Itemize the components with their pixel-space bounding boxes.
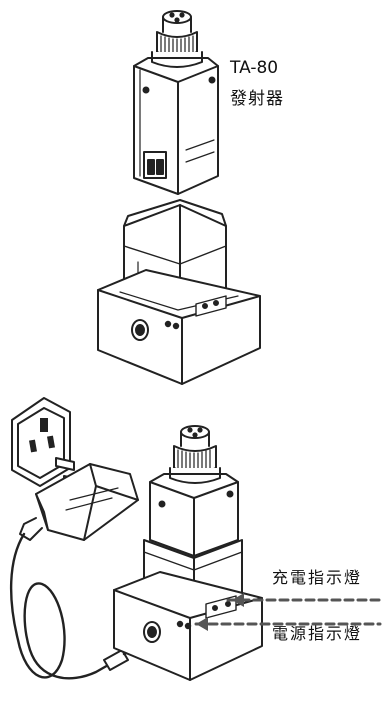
power-adapter-illustration (9, 457, 139, 680)
wall-outlet-illustration (11, 397, 71, 487)
power-arrow-icon (196, 617, 208, 631)
transmitter-on-charger-illustration (113, 425, 263, 681)
charge-indicator-label: 充電指示燈 (272, 568, 363, 587)
leader-arrows (196, 593, 244, 631)
charge-arrow-icon (232, 593, 244, 607)
transmitter-name-label: 發射器 (230, 89, 284, 109)
transmitter-illustration-top (133, 10, 219, 195)
transmitter-model-label: TA-80 (230, 58, 279, 78)
charger-illustration-middle (97, 199, 261, 385)
power-indicator-label: 電源指示燈 (272, 624, 363, 643)
